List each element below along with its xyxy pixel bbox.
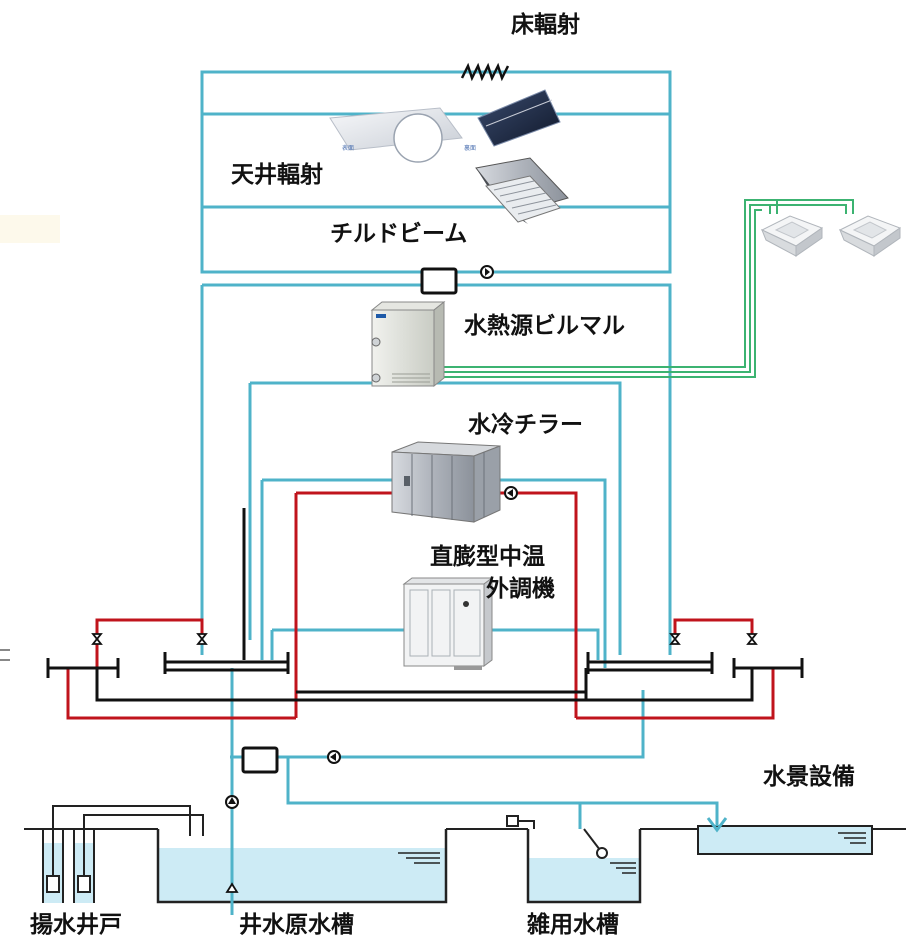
pumping-well-1 [42,829,64,903]
ceiling-cassette-icon [838,215,902,257]
return-pipes [95,508,754,702]
valve-icon [196,633,208,645]
hot-water-pipes [66,491,775,720]
raw-tank-water [158,848,446,902]
water-feature-inlet-arrow [706,817,728,833]
svg-text:裏面: 裏面 [464,144,476,152]
floor-radiant-coil-icon [460,62,510,82]
misc-water-tank-label: 雑用水槽 [527,912,619,938]
valve-icon [746,633,758,645]
well-pump-icon [46,875,60,893]
left-edge-mark [0,649,10,661]
pumping-well-label: 揚水井戸 [30,912,122,938]
valve-icons [91,633,758,645]
water-feature-pool [698,826,872,854]
chilled-beam-label: チルドビーム [330,221,468,247]
water-cooled-chiller-icon [391,441,501,523]
foot-valve-icon [225,882,239,893]
ceiling-radiant-label: 天井輻射 [231,162,323,188]
valve-icon [669,633,681,645]
float-valve-icon [506,815,519,827]
pump-icon [225,795,239,809]
ceiling-cassette-icon [760,215,824,257]
raw-water-tank [156,829,448,904]
pump-icon [504,486,518,500]
floor-radiant-label: 床輻射 [511,12,580,38]
doas-unit-icon [402,577,494,670]
well-raw-tank-label: 井水原水槽 [239,912,354,938]
pump-icon [480,265,494,279]
pump-icons [225,265,518,893]
ceiling-radiant-panel-icon: 表面 裏面 [329,89,561,163]
water-feature-label: 水景設備 [763,764,855,790]
water-chiller-label: 水冷チラー [468,412,583,438]
misc-tank-water [528,858,640,902]
ground-and-tanks [24,805,906,904]
pump-icon [327,750,341,764]
pipe-headers [46,652,804,678]
valve-icon [91,633,103,645]
misc-water-tank [526,829,642,904]
float-ball [596,847,608,859]
water-source-vrf-unit-icon [370,300,446,388]
pumping-well-2 [73,829,95,903]
heat-exchanger-icon [420,267,458,295]
refrigerant-lines [432,199,854,378]
float-arm [583,828,601,851]
water-level-icon [398,832,866,874]
chilled-beam-icon [475,157,569,224]
well-pump-icon [77,875,91,893]
heat-exchanger-icon [241,746,279,774]
doas-label-line1: 直膨型中温 [430,544,545,570]
doas-label-line2: 外調機 [486,576,555,602]
left-edge-fade [0,215,60,243]
svg-text:表面: 表面 [342,144,354,152]
water-source-vrf-label: 水熱源ビルマル [464,313,625,339]
well-discharge-pipe [52,805,204,876]
